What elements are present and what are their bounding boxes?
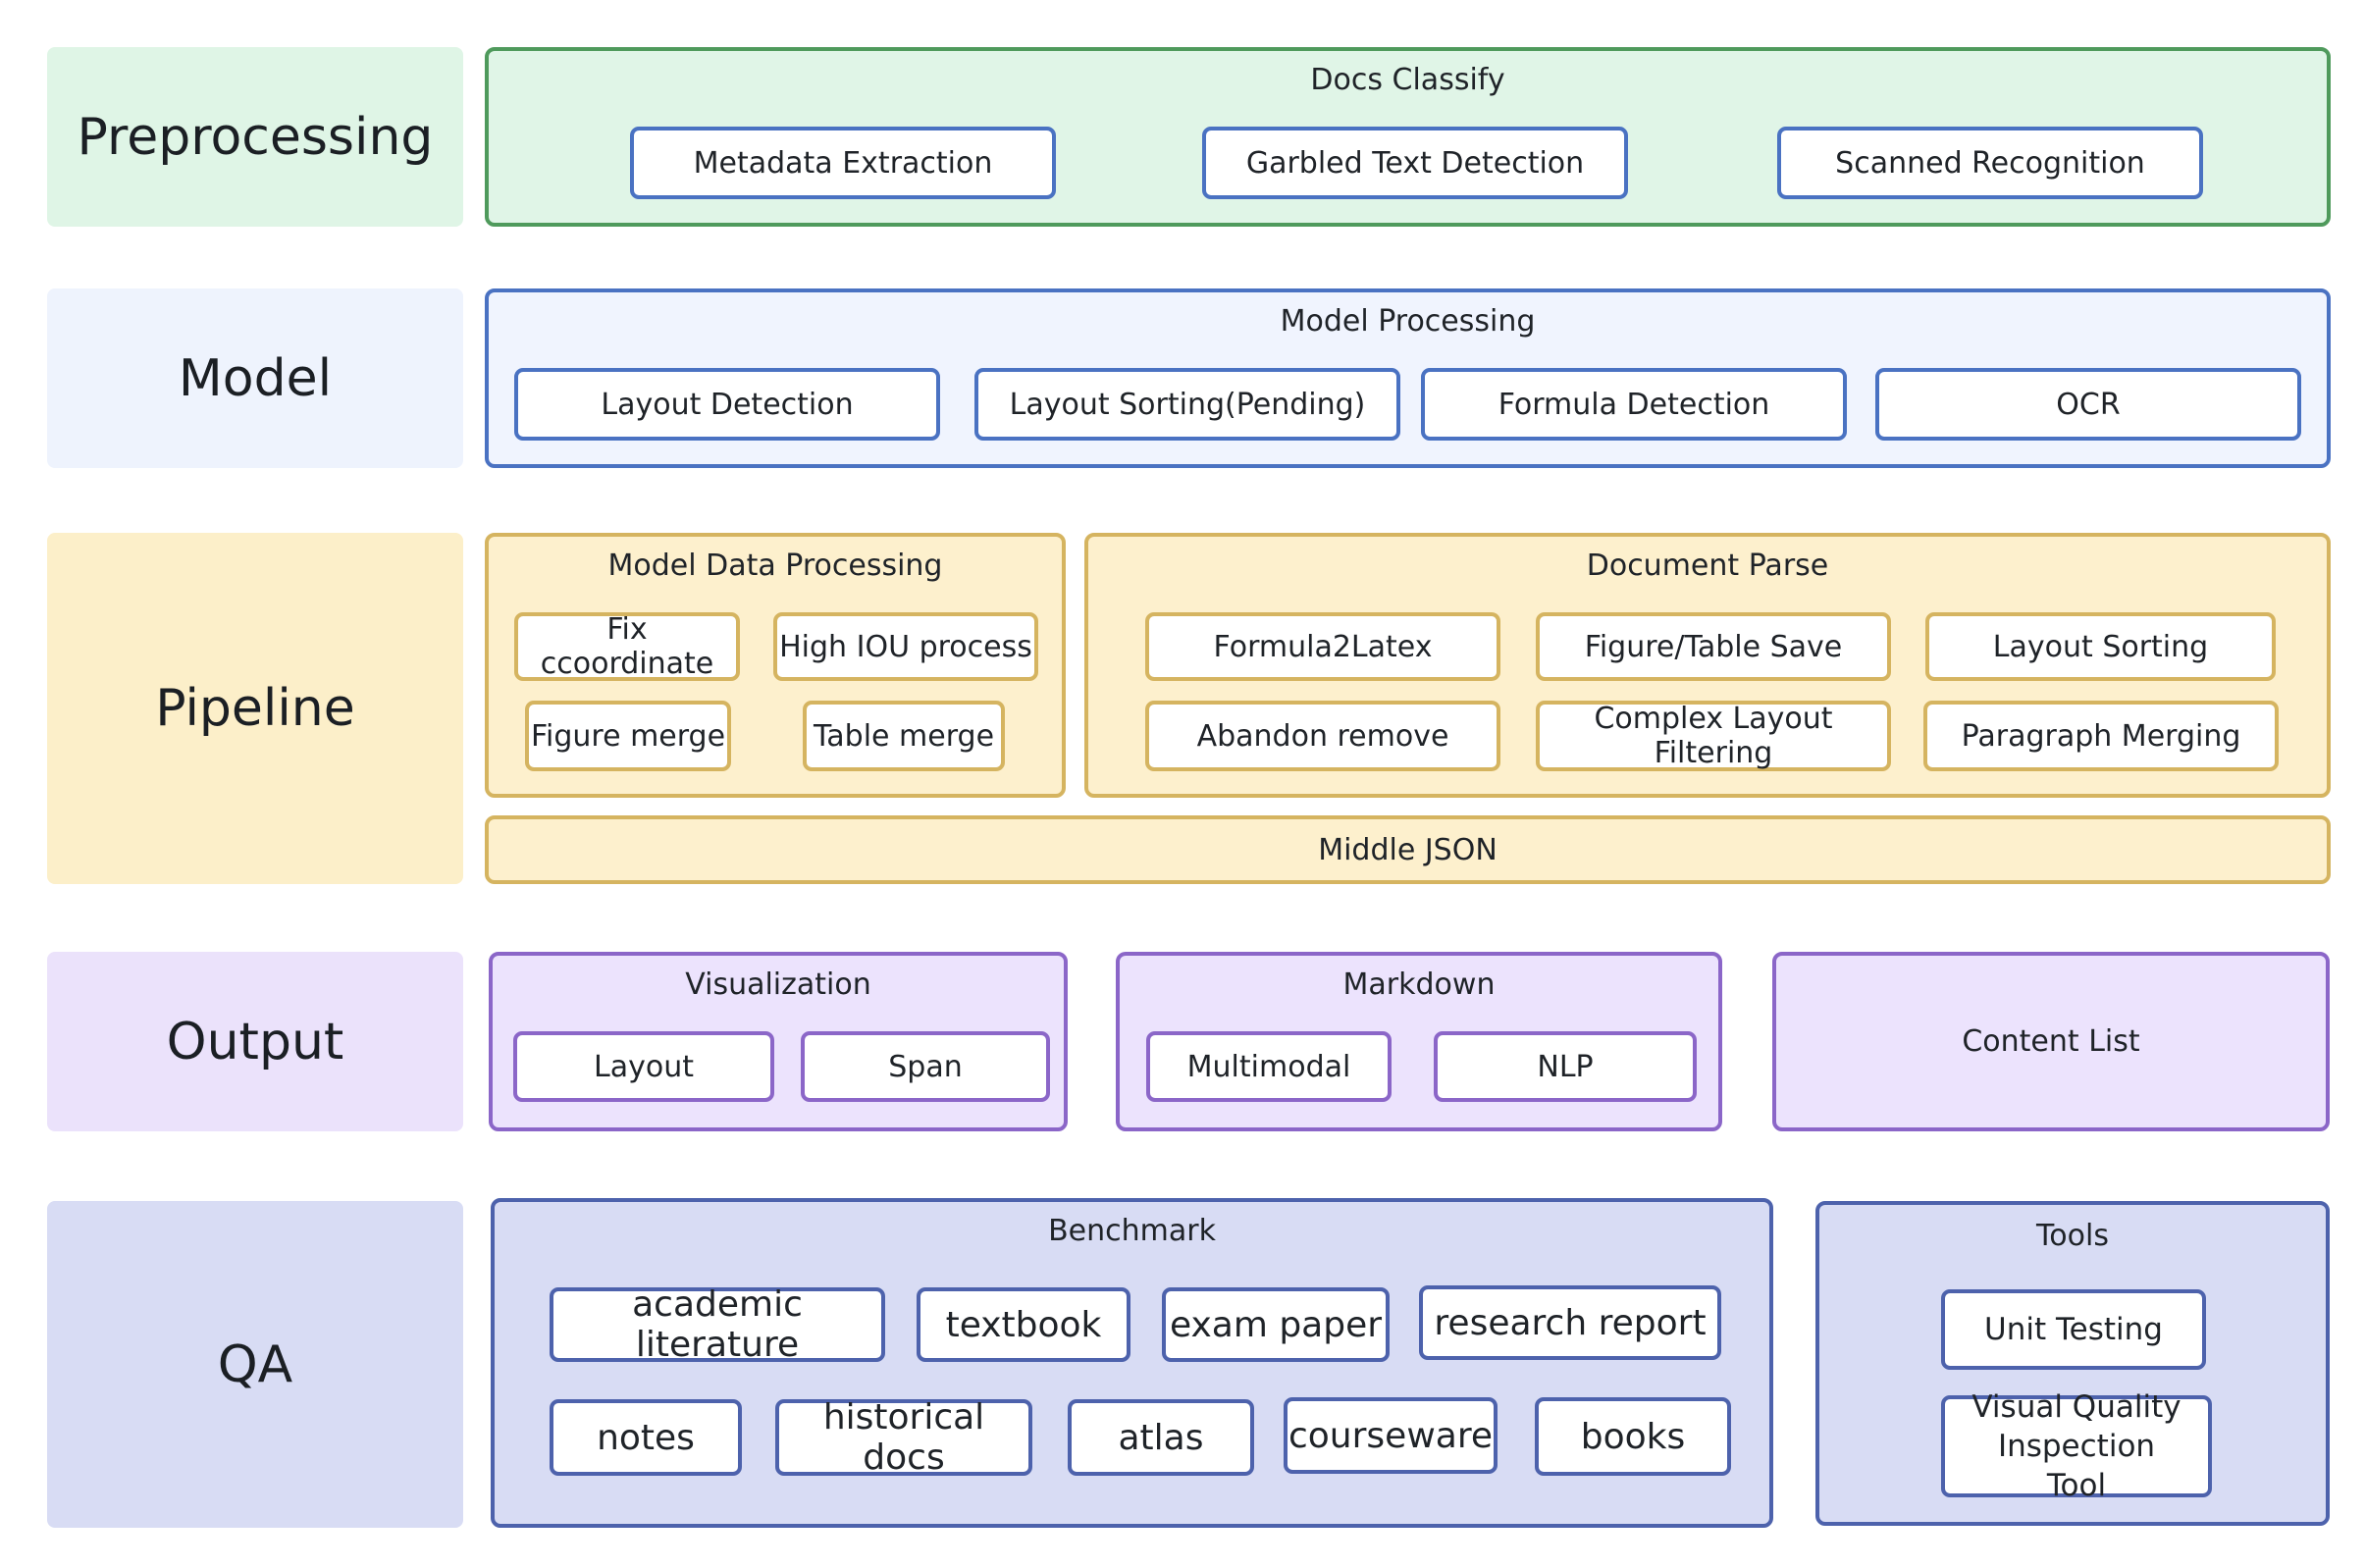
complex-layout-filtering-box: Complex Layout Filtering — [1536, 701, 1891, 771]
stage-model: Model — [47, 288, 463, 468]
formula2latex-box: Formula2Latex — [1145, 612, 1500, 681]
group-title: Model Processing — [1280, 304, 1536, 339]
middle-json-bar: Middle JSON — [485, 815, 2331, 884]
group-title: Document Parse — [1586, 549, 1829, 583]
benchmark-item: research report — [1419, 1285, 1721, 1360]
content-list-label: Content List — [1962, 1024, 2140, 1059]
benchmark-item: academic literature — [550, 1284, 885, 1365]
unit-testing-box: Unit Testing — [1941, 1289, 2206, 1370]
layout-sorting-pending-box: Layout Sorting(Pending) — [974, 368, 1400, 441]
stage-label: Model — [178, 348, 333, 408]
benchmark-item: exam paper — [1162, 1287, 1390, 1362]
metadata-extraction-box: Metadata Extraction — [630, 127, 1056, 199]
benchmark-item: textbook — [917, 1287, 1130, 1362]
stage-output: Output — [47, 952, 463, 1131]
stage-label: Preprocessing — [77, 107, 434, 167]
stage-label: Output — [166, 1012, 344, 1071]
content-list-group: Content List — [1772, 952, 2330, 1131]
ocr-box: OCR — [1875, 368, 2301, 441]
multimodal-box: Multimodal — [1146, 1031, 1392, 1102]
group-title: Benchmark — [1048, 1214, 1216, 1248]
model-data-processing-group: Model Data Processing Fix ccoordinate Hi… — [485, 533, 1066, 798]
group-title: Docs Classify — [1310, 63, 1505, 97]
table-merge-box: Table merge — [803, 701, 1005, 771]
stage-preprocessing: Preprocessing — [47, 47, 463, 227]
visual-quality-inspection-tool-box: Visual Quality Inspection Tool — [1941, 1389, 2212, 1503]
high-iou-process-box: High IOU process — [773, 612, 1038, 681]
layout-sorting-box: Layout Sorting — [1925, 612, 2276, 681]
middle-json-label: Middle JSON — [1318, 832, 1498, 867]
garbled-text-detection-box: Garbled Text Detection — [1202, 127, 1628, 199]
benchmark-item: atlas — [1068, 1399, 1254, 1476]
tools-group: Tools Unit Testing Visual Quality Inspec… — [1815, 1201, 2330, 1526]
visualization-group: Visualization Layout Span — [489, 952, 1068, 1131]
group-title: Model Data Processing — [607, 549, 943, 583]
span-output-box: Span — [801, 1031, 1050, 1102]
docs-classify-group: Docs Classify Metadata Extraction Garble… — [485, 47, 2331, 227]
abandon-remove-box: Abandon remove — [1145, 701, 1500, 771]
stage-label: Pipeline — [155, 679, 355, 738]
stage-qa: QA — [47, 1201, 463, 1528]
stage-pipeline: Pipeline — [47, 533, 463, 884]
stage-label: QA — [217, 1334, 293, 1394]
nlp-box: NLP — [1434, 1031, 1697, 1102]
markdown-group: Markdown Multimodal NLP — [1116, 952, 1722, 1131]
fix-coordinate-box: Fix ccoordinate — [514, 612, 740, 681]
group-title: Visualization — [685, 967, 871, 1002]
document-parse-group: Document Parse Formula2Latex Figure/Tabl… — [1084, 533, 2331, 798]
layout-output-box: Layout — [513, 1031, 774, 1102]
benchmark-item: books — [1535, 1397, 1731, 1476]
model-processing-group: Model Processing Layout Detection Layout… — [485, 288, 2331, 468]
benchmark-item: courseware — [1284, 1397, 1498, 1474]
group-title: Markdown — [1342, 967, 1496, 1002]
layout-detection-box: Layout Detection — [514, 368, 940, 441]
figure-table-save-box: Figure/Table Save — [1536, 612, 1891, 681]
group-title: Tools — [2036, 1219, 2109, 1253]
figure-merge-box: Figure merge — [525, 701, 731, 771]
benchmark-item: historical docs — [775, 1397, 1032, 1478]
formula-detection-box: Formula Detection — [1421, 368, 1847, 441]
paragraph-merging-box: Paragraph Merging — [1923, 701, 2279, 771]
benchmark-group: Benchmark academic literature textbook e… — [491, 1198, 1773, 1528]
benchmark-item: notes — [550, 1399, 742, 1476]
scanned-recognition-box: Scanned Recognition — [1777, 127, 2203, 199]
